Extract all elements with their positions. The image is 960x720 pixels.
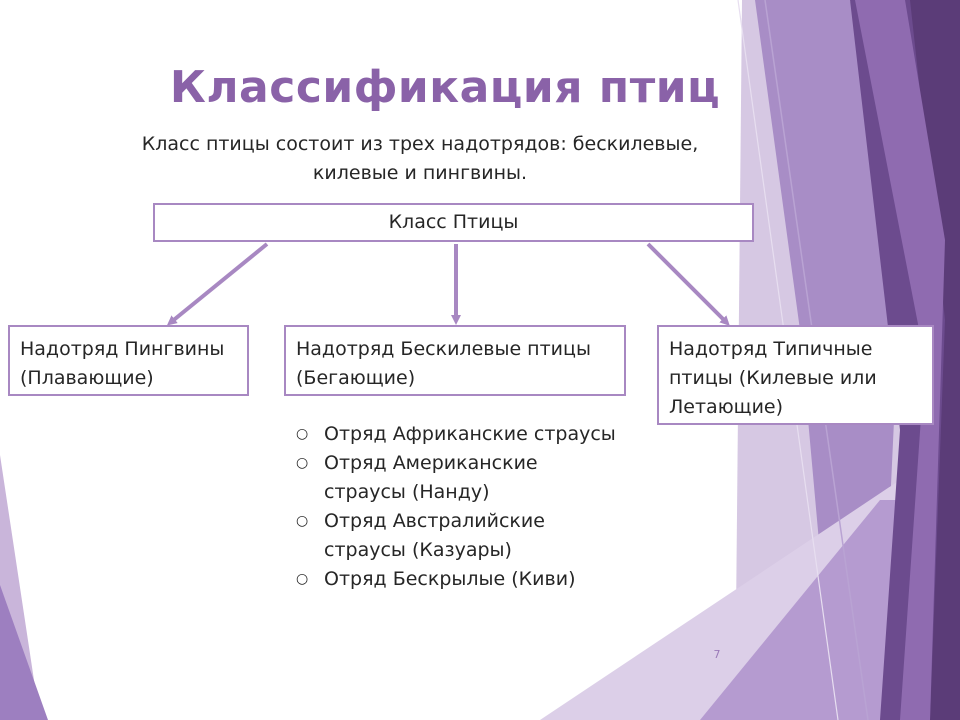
list-item-text: Отряд Американские страусы (Нанду) [324,452,538,503]
list-item: ○ Отряд Австралийские страусы (Казуары) [290,507,620,565]
circle-bullet-icon: ○ [296,455,309,471]
circle-bullet-icon: ○ [296,571,309,587]
superorder-box-typical: Надотряд Типичные птицы (Килевые или Лет… [657,325,934,425]
root-box-class-birds: Класс Птицы [153,203,754,242]
arrow-to-typical [646,242,730,326]
slide-title: Классификация птиц [169,62,721,113]
circle-bullet-icon: ○ [296,426,309,442]
superorder-label: Надотряд Типичные птицы (Килевые или Лет… [669,338,877,418]
ratite-orders-list: ○ Отряд Африканские страусы ○ Отряд Амер… [290,420,620,594]
left-deco-mid [0,585,48,720]
page-number: 7 [713,648,721,661]
superorder-box-penguins: Надотряд Пингвины (Плавающие) [8,325,249,396]
root-box-label: Класс Птицы [388,211,519,233]
superorder-box-ratites: Надотряд Бескилевые птицы (Бегающие) [284,325,626,396]
circle-bullet-icon: ○ [296,513,309,529]
list-item-text: Отряд Бескрылые (Киви) [324,568,576,590]
list-item: ○ Отряд Африканские страусы [290,420,620,449]
superorder-label: Надотряд Пингвины (Плавающие) [20,338,225,389]
right-deco-dark-2 [910,0,960,720]
slide-subtitle: Класс птицы состоит из трех надотрядов: … [141,133,699,184]
list-item: ○ Отряд Американские страусы (Нанду) [290,449,620,507]
right-deco-mid-3 [855,0,945,720]
list-item: ○ Отряд Бескрылые (Киви) [290,565,620,594]
arrow-to-penguins [166,242,269,326]
superorder-label: Надотряд Бескилевые птицы (Бегающие) [296,338,591,389]
list-item-text: Отряд Африканские страусы [324,423,616,445]
list-item-text: Отряд Австралийские страусы (Казуары) [324,510,545,561]
